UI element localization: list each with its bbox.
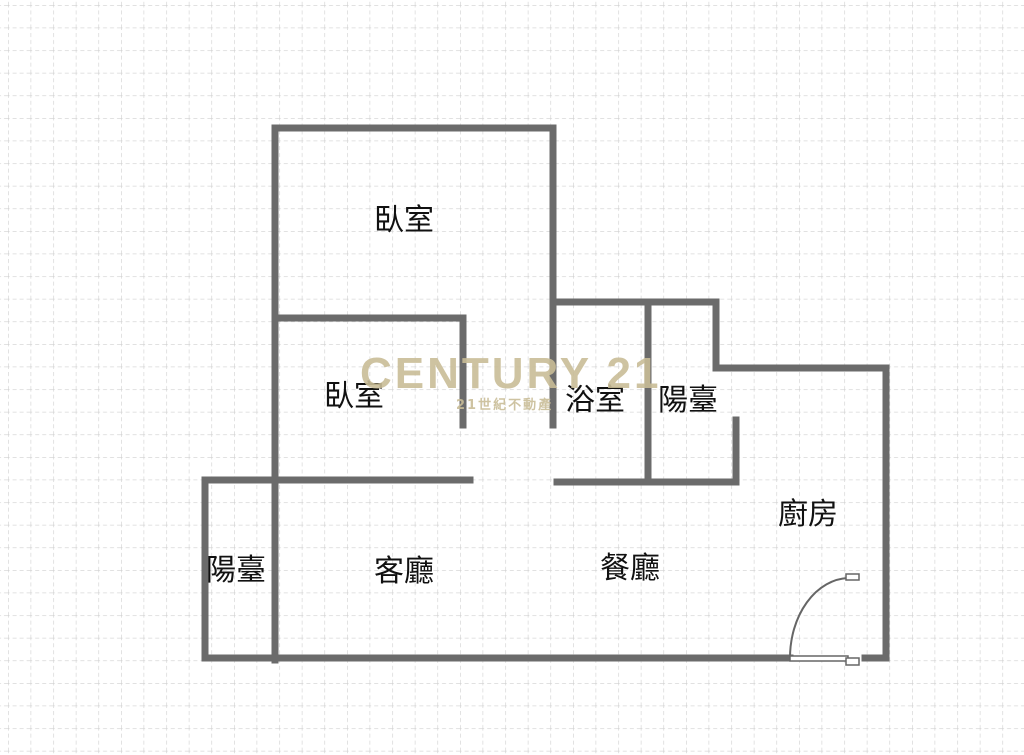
watermark-brand: CENTURY 21 <box>360 349 662 398</box>
watermark-tagline: 21世紀不動產 <box>456 398 554 413</box>
room-label-bedroom-1: 臥室 <box>374 203 434 238</box>
room-label-balcony-left: 陽臺 <box>206 553 266 588</box>
room-label-bathroom: 浴室 <box>565 383 625 418</box>
entrance-door[interactable] <box>789 573 860 666</box>
walls <box>201 124 890 664</box>
room-label-kitchen: 廚房 <box>778 497 838 532</box>
room-label-living-room: 客廳 <box>374 554 434 589</box>
room-label-balcony-right: 陽臺 <box>658 383 718 418</box>
room-label-dining-room: 餐廳 <box>600 551 660 586</box>
room-label-bedroom-2: 臥室 <box>324 379 384 414</box>
